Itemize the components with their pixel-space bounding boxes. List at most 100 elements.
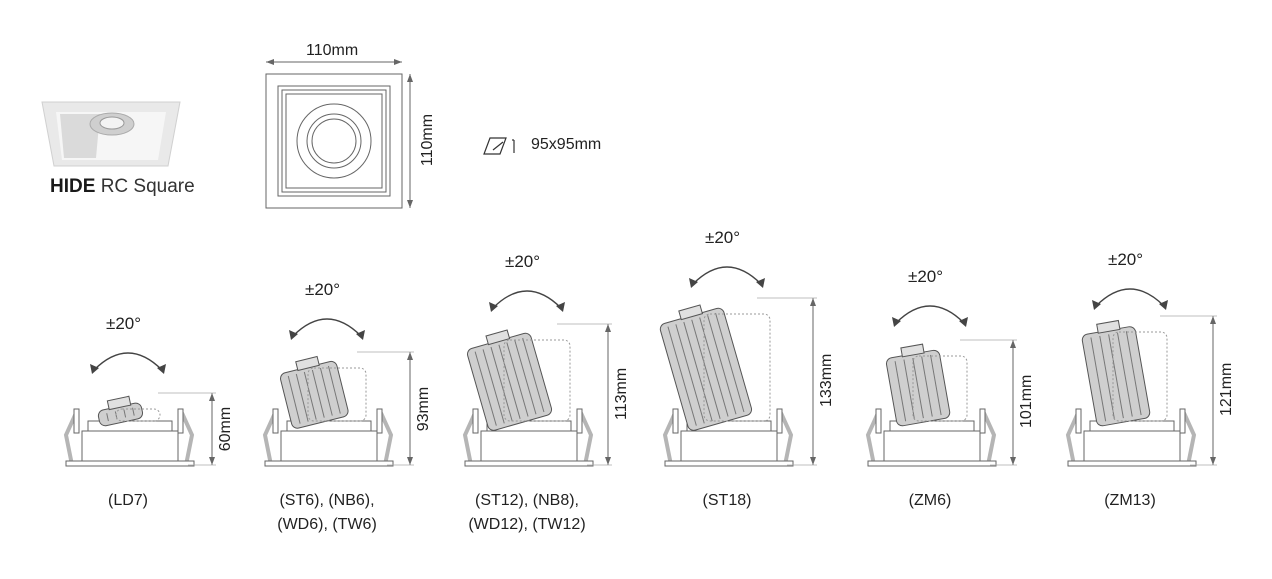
tilt-ghost xyxy=(1112,331,1168,422)
tilt-arc xyxy=(93,352,163,371)
variant-drawing xyxy=(1065,288,1217,467)
outer-frame xyxy=(265,73,403,209)
lamp-module xyxy=(885,343,951,427)
trim-plate xyxy=(264,460,394,467)
height-label: 113mm xyxy=(613,367,630,420)
tilt-arc xyxy=(1095,288,1165,307)
caption-line: (ST18) xyxy=(702,492,752,509)
top-view-drawing xyxy=(265,59,413,209)
housing xyxy=(280,430,378,462)
cutout-icon xyxy=(483,137,515,155)
height-label: 133mm xyxy=(818,353,835,407)
cutout-label: 95x95mm xyxy=(531,136,602,153)
model-name: RC Square xyxy=(100,176,195,197)
left-post xyxy=(272,408,279,434)
driver-cap xyxy=(295,355,320,372)
caption-line: (WD6), (TW6) xyxy=(277,516,377,533)
variant-caption: (ZM6) xyxy=(860,489,1000,513)
left-spring-clip xyxy=(865,412,880,466)
caption-line: (ZM13) xyxy=(1104,492,1156,509)
right-post xyxy=(177,408,184,434)
left-post xyxy=(1075,408,1082,434)
right-spring-clip xyxy=(779,412,794,466)
trim-plate xyxy=(867,460,997,467)
trim-plate xyxy=(1067,460,1197,467)
driver-cap xyxy=(106,395,132,411)
right-post xyxy=(1179,408,1186,434)
right-post xyxy=(979,408,986,434)
lamp-module xyxy=(467,329,553,431)
right-spring-clip xyxy=(180,412,195,466)
variant-caption: (LD7) xyxy=(58,489,198,513)
variant-caption: (ST18) xyxy=(657,489,797,513)
variant-drawing xyxy=(462,290,612,467)
left-spring-clip xyxy=(262,412,277,466)
right-spring-clip xyxy=(982,412,997,466)
product-title: HIDE RC Square xyxy=(50,176,195,198)
driver-cap xyxy=(1096,319,1121,334)
housing xyxy=(81,430,179,462)
caption-line: (ZM6) xyxy=(908,492,952,509)
lamp-module xyxy=(280,355,349,429)
variant-drawing xyxy=(865,305,1017,467)
caption-line: (LD7) xyxy=(107,492,148,509)
tilt-ghost xyxy=(307,367,367,422)
tilt-arc xyxy=(895,305,965,324)
housing xyxy=(680,430,778,462)
tilt-angle-label: ±20° xyxy=(305,280,341,299)
variant-drawing xyxy=(262,318,414,467)
left-spring-clip xyxy=(662,412,677,466)
housing xyxy=(1083,430,1181,462)
lamp-module xyxy=(1081,319,1151,427)
caption-line: (ST12), (NB8), xyxy=(474,492,579,509)
brand-name: HIDE xyxy=(50,176,96,197)
variant-caption: (ZM13) xyxy=(1060,489,1200,513)
left-spring-clip xyxy=(63,412,78,466)
tilt-angle-label: ±20° xyxy=(1108,250,1144,269)
driver-cap xyxy=(485,329,511,346)
right-spring-clip xyxy=(1182,412,1197,466)
heatsink xyxy=(280,360,349,429)
product-photo xyxy=(41,101,181,167)
tilt-angle-label: ±20° xyxy=(505,252,541,271)
right-spring-clip xyxy=(379,412,394,466)
height-label: 121mm xyxy=(1218,362,1235,416)
right-post xyxy=(776,408,783,434)
housing xyxy=(883,430,981,462)
right-post xyxy=(576,408,583,434)
trim-plate xyxy=(664,460,794,467)
left-post xyxy=(875,408,882,434)
variant-caption: (ST6), (NB6), (WD6), (TW6) xyxy=(257,489,397,537)
tilt-angle-label: ±20° xyxy=(908,267,944,286)
variant-caption: (ST12), (NB8), (WD12), (TW12) xyxy=(457,489,597,537)
tilt-arc xyxy=(292,318,362,337)
tilt-angle-label: ±20° xyxy=(106,314,142,333)
left-spring-clip xyxy=(1065,412,1080,466)
caption-line: (WD12), (TW12) xyxy=(468,516,586,533)
left-post xyxy=(73,408,80,434)
variant-drawing xyxy=(659,266,817,467)
tilt-arc xyxy=(492,290,562,309)
width-label: 110mm xyxy=(306,42,359,59)
lamp-module xyxy=(659,304,753,431)
tilt-arc xyxy=(692,266,762,285)
left-spring-clip xyxy=(462,412,477,466)
trim-plate xyxy=(65,460,195,467)
tilt-ghost xyxy=(115,408,161,422)
height-label: 93mm xyxy=(415,386,432,431)
trim-plate xyxy=(464,460,594,467)
left-post xyxy=(672,408,679,434)
height-label: 101mm xyxy=(1018,374,1035,428)
height-label: 60mm xyxy=(217,406,234,452)
driver-cap xyxy=(900,343,925,358)
right-spring-clip xyxy=(579,412,594,466)
tilt-ghost xyxy=(503,339,571,422)
variant-drawing xyxy=(63,352,216,467)
right-post xyxy=(376,408,383,434)
left-post xyxy=(472,408,479,434)
tilt-angle-label: ±20° xyxy=(705,228,741,247)
driver-cap xyxy=(678,304,704,321)
tilt-ghost xyxy=(912,355,968,422)
caption-line: (ST6), (NB6), xyxy=(279,492,375,509)
